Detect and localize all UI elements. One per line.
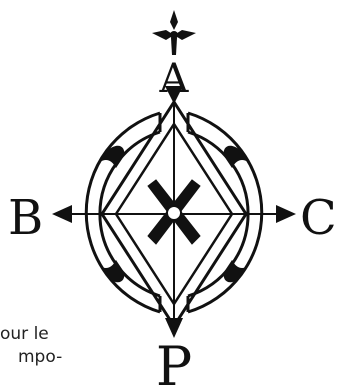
arrow-right-icon: [276, 205, 296, 223]
label-right: C: [300, 190, 337, 246]
arrow-left-icon: [52, 205, 72, 223]
label-bottom: P: [156, 335, 192, 389]
body-text-line-1: our le: [0, 323, 49, 345]
body-text-line-2: mpo-: [0, 346, 62, 368]
top-finial-icon: [152, 10, 196, 55]
label-left: B: [8, 190, 43, 246]
